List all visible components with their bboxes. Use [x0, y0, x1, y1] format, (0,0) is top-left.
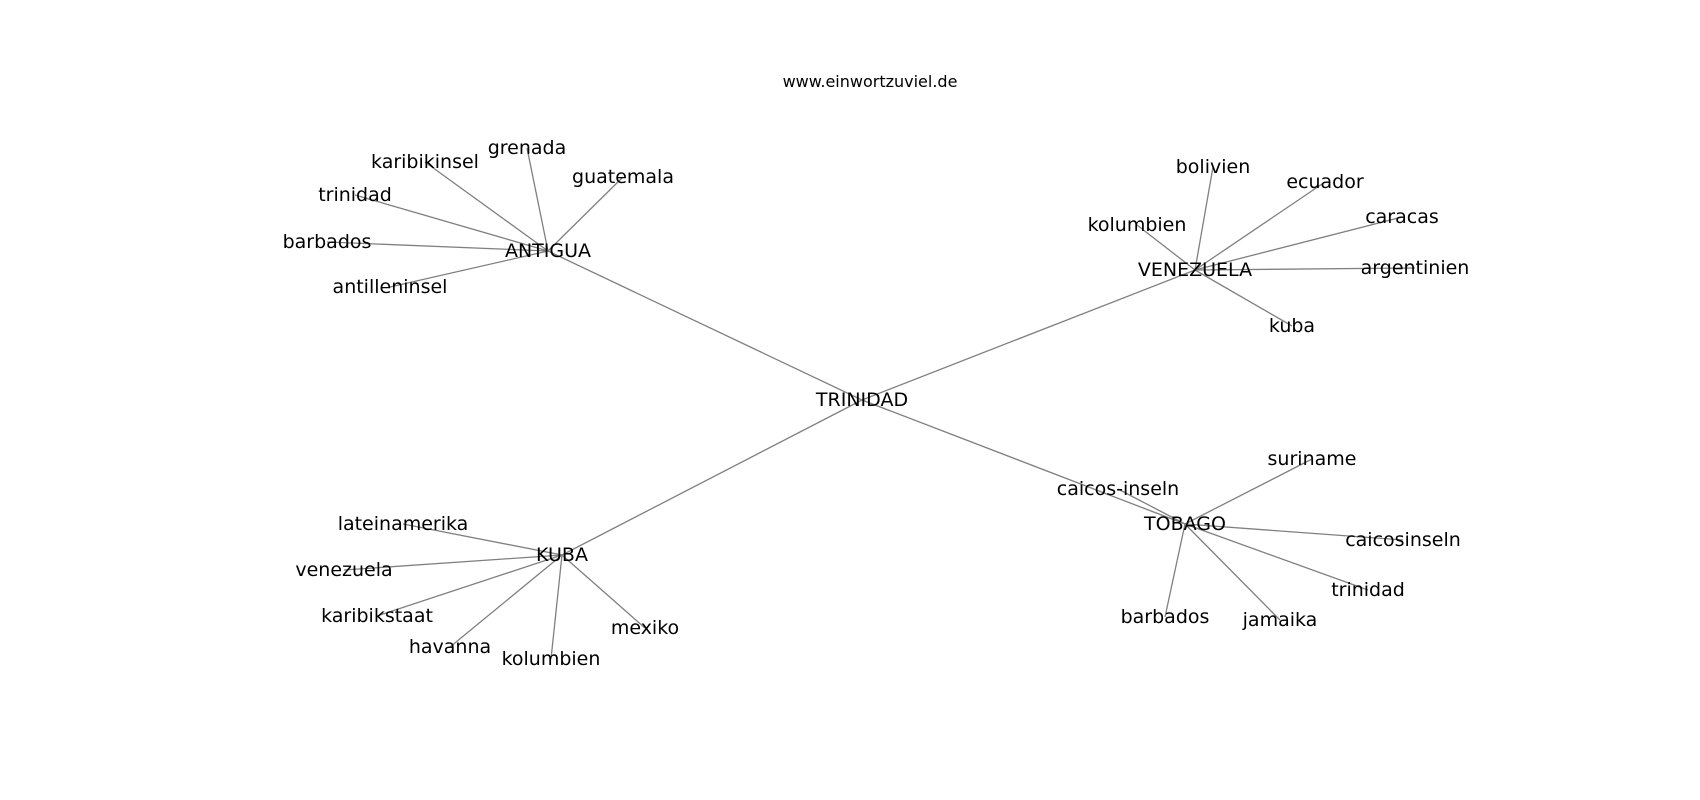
leaf-node-label: argentinien: [1361, 257, 1470, 279]
edge-tobago-barbados: [1164, 523, 1186, 618]
leaf-node-label: karibikinsel: [371, 151, 479, 173]
leaf-node-label: barbados: [1121, 606, 1210, 628]
leaf-node-label: caicos-inseln: [1057, 478, 1179, 500]
leaf-node-label: ecuador: [1286, 171, 1364, 193]
leaf-node-label: venezuela: [295, 559, 392, 581]
edge-kuba-lateinamerika: [402, 523, 563, 556]
leaf-node-label: antilleninsel: [333, 276, 448, 298]
edge-antigua-trinidad: [354, 194, 549, 252]
edge-venezuela-bolivien: [1194, 166, 1214, 271]
edge-antigua-barbados: [326, 241, 549, 252]
root-node-label: TRINIDAD: [815, 389, 908, 411]
leaf-node-label: bolivien: [1176, 156, 1251, 178]
edge-tobago-trinidad: [1184, 523, 1369, 591]
hub-node-label: ANTIGUA: [505, 240, 591, 262]
edge-kuba-havanna: [449, 554, 563, 648]
edge-venezuela-kolumbien: [1136, 224, 1196, 271]
leaf-node-label: grenada: [488, 137, 567, 159]
leaf-node-label: havanna: [409, 636, 491, 658]
leaf-node-label: caicosinseln: [1345, 529, 1461, 551]
edge-root-antigua: [547, 250, 863, 401]
leaf-node-label: trinidad: [1331, 579, 1405, 601]
hub-node-label: VENEZUELA: [1138, 259, 1252, 281]
edge-venezuela-argentinien: [1194, 267, 1416, 271]
leaf-node-label: kolumbien: [1088, 214, 1187, 236]
leaf-node-label: kuba: [1269, 315, 1315, 337]
labels-layer: TRINIDAD ANTIGUA karibikinsel grenadaguatem…: [283, 137, 1470, 670]
edge-venezuela-kuba: [1194, 269, 1293, 327]
edge-kuba-karibikstaat: [376, 554, 563, 617]
edge-tobago-jamaika: [1184, 523, 1281, 621]
edge-venezuela-caracas: [1194, 216, 1403, 271]
leaf-node-label: guatemala: [572, 166, 674, 188]
edge-venezuela-ecuador: [1194, 181, 1326, 271]
edge-tobago-suriname: [1184, 458, 1313, 525]
edge-kuba-mexiko: [561, 554, 646, 629]
edge-tobago-caicosinseln: [1184, 523, 1404, 541]
edges-layer: [326, 147, 1416, 660]
leaf-node-label: caracas: [1365, 206, 1439, 228]
edge-tobago-caicos-inseln: [1117, 488, 1186, 525]
edge-antigua-grenada: [526, 147, 549, 252]
edge-antigua-guatemala: [547, 176, 624, 252]
leaf-node-label: mexiko: [611, 617, 679, 639]
leaf-node-label: suriname: [1268, 448, 1357, 470]
leaf-node-label: barbados: [283, 231, 372, 253]
site-title[interactable]: www.einwortzuviel.de: [782, 72, 958, 91]
edge-root-kuba: [561, 399, 863, 556]
leaf-node-label: jamaika: [1242, 609, 1318, 631]
leaf-node-label: trinidad: [318, 184, 392, 206]
hub-node-label: TOBAGO: [1143, 513, 1226, 535]
hub-node-label: KUBA: [536, 544, 588, 566]
leaf-node-label: karibikstaat: [321, 605, 433, 627]
edge-kuba-kolumbien: [550, 554, 563, 660]
edge-root-venezuela: [861, 269, 1196, 401]
edge-kuba-venezuela: [343, 554, 563, 571]
edge-antigua-karibikinsel: [424, 161, 549, 252]
edge-antigua-antilleninsel: [389, 250, 549, 288]
leaf-node-label: kolumbien: [502, 648, 601, 670]
leaf-node-label: lateinamerika: [338, 513, 469, 535]
edge-root-tobago: [861, 399, 1186, 525]
